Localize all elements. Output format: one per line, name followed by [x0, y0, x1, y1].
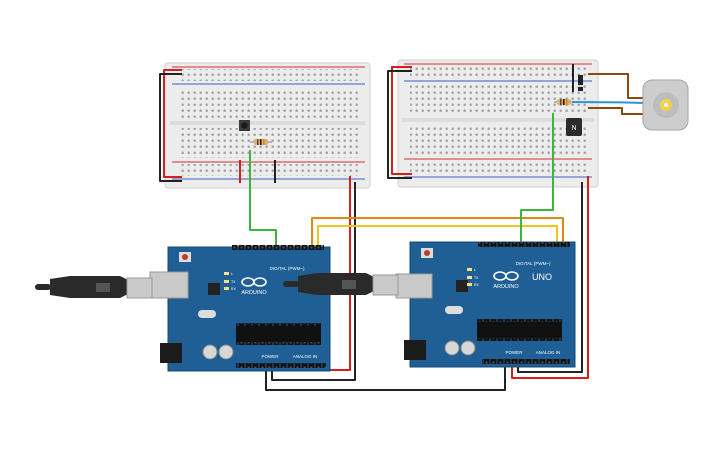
breadboard-left[interactable]: [164, 62, 371, 189]
wire-right-rail-red[interactable]: [391, 66, 412, 175]
transistor-label: N: [571, 125, 576, 132]
arduino-right-model: UNO: [532, 272, 552, 282]
wire-motor-brown-top[interactable]: [588, 73, 645, 99]
arduino-left-digital-label: DIGITAL (PWM~): [270, 266, 305, 271]
led-label-tx-left: TX: [231, 280, 236, 284]
wire-serial-yellow[interactable]: [317, 225, 558, 250]
arduino-logo-left: [241, 277, 267, 287]
wire-left-rail-red[interactable]: [163, 69, 182, 178]
led-label-rx-right: RX: [474, 283, 480, 287]
wire-right-vcc-red[interactable]: [511, 176, 589, 379]
led-label-l-right: L: [474, 268, 476, 272]
led-label-rx-left: RX: [231, 287, 237, 291]
wire-common-gnd[interactable]: [265, 362, 506, 391]
wire-left-rail-black[interactable]: [159, 73, 182, 182]
arduino-left-analog-label: ANALOG IN: [293, 354, 318, 359]
arduino-left[interactable]: ARDUINO DIGITAL (PWM~) POWER ANALOG IN L…: [149, 245, 331, 372]
led-label-l-left: L: [231, 272, 233, 276]
breadboard-right[interactable]: [397, 59, 599, 188]
diode[interactable]: [578, 75, 583, 91]
wire-motor-brown-bottom[interactable]: [588, 107, 645, 115]
wire-button-green[interactable]: [249, 150, 277, 250]
arduino-left-logo-text: ARDUINO: [241, 290, 267, 296]
arduino-right[interactable]: UNO ARDUINO DIGITAL (PWM~) POWER ANALOG …: [395, 241, 576, 368]
resistor-left[interactable]: [250, 139, 272, 145]
led-label-tx-right: TX: [474, 276, 479, 280]
wire-right-green[interactable]: [520, 113, 554, 246]
arduino-right-logo-text: ARDUINO: [493, 284, 519, 290]
pushbutton[interactable]: [239, 120, 250, 131]
resistor-right[interactable]: [554, 99, 574, 105]
arduino-logo-right: [493, 271, 519, 281]
arduino-right-digital-label: DIGITAL (PWM~): [516, 261, 551, 266]
wire-serial-orange[interactable]: [311, 217, 564, 250]
usb-cable-icon[interactable]: [35, 276, 153, 299]
arduino-right-analog-label: ANALOG IN: [536, 350, 561, 355]
usb-cable-icon-right[interactable]: [283, 273, 399, 296]
dc-motor-icon[interactable]: [642, 79, 689, 131]
wire-right-rail-black[interactable]: [387, 70, 412, 179]
wire-motor-blue[interactable]: [571, 101, 646, 104]
arduino-left-power-label: POWER: [261, 354, 279, 359]
transistor[interactable]: N: [566, 118, 582, 136]
arduino-right-power-label: POWER: [505, 350, 523, 355]
